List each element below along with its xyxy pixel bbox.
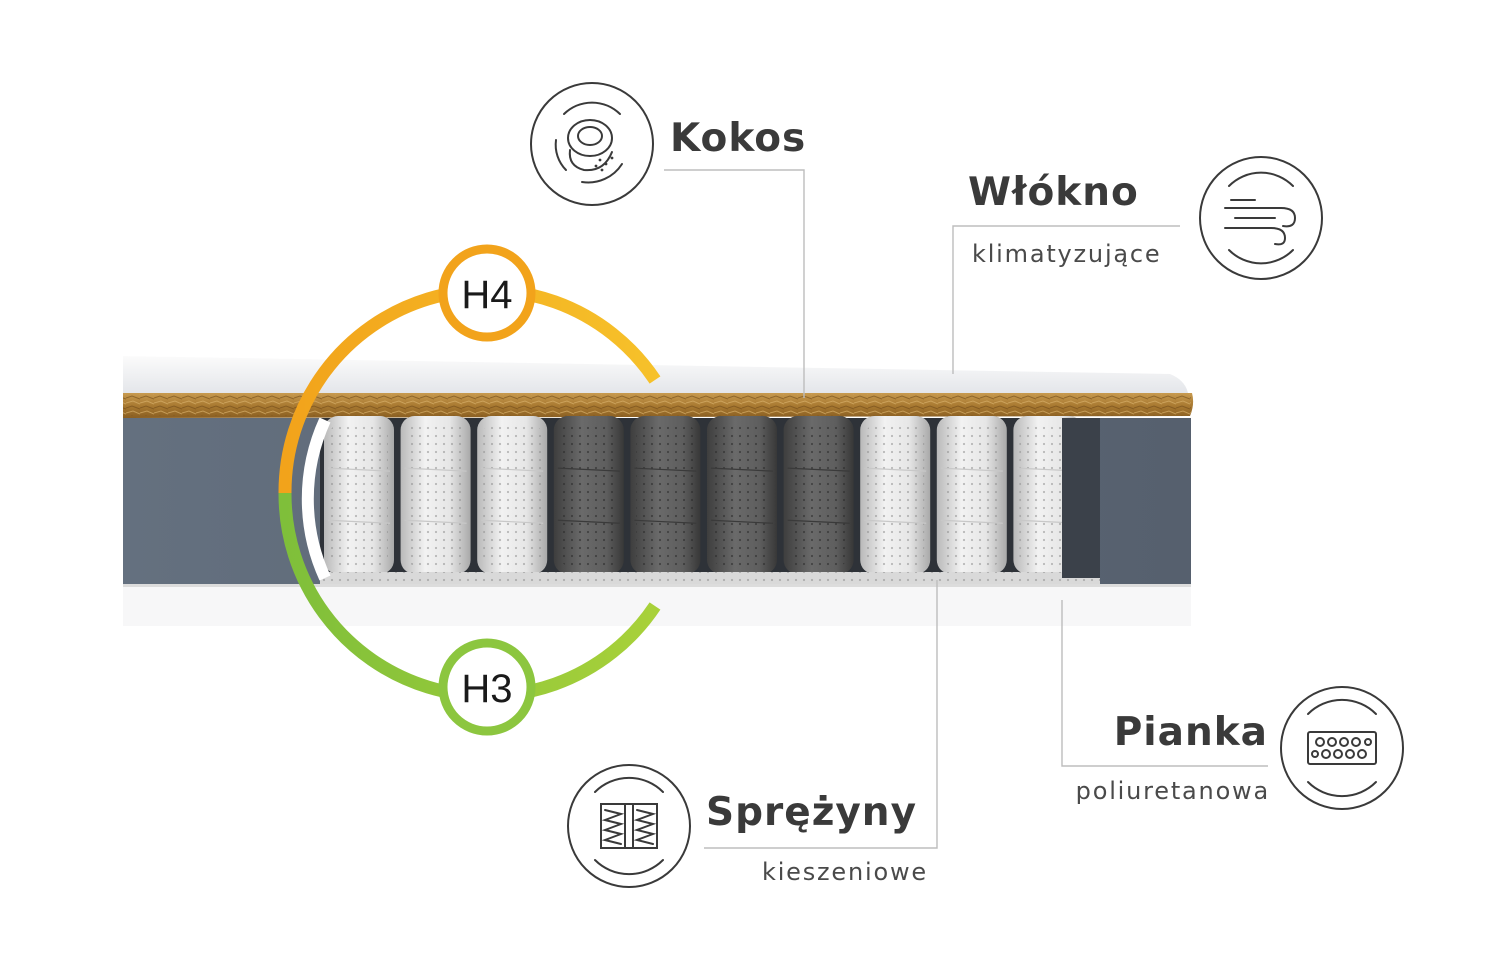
- leader-lines: [664, 169, 1268, 849]
- label-sprezyny-subtitle: kieszeniowe: [762, 858, 928, 886]
- pocket-spring: [553, 416, 624, 574]
- label-wlokno-title: Włókno: [968, 170, 1139, 215]
- leader-wlokno: [952, 225, 1180, 374]
- pocket-spring: [783, 416, 854, 574]
- ring-top-arc: [278, 283, 661, 494]
- base-foam: [123, 584, 1191, 626]
- pocket-spring: [707, 416, 777, 574]
- label-wlokno-subtitle: klimatyzujące: [972, 240, 1162, 268]
- pocket-spring-icon: [567, 764, 691, 888]
- leader-pianka: [1061, 600, 1268, 767]
- pocket-spring: [400, 416, 471, 574]
- pocket-springs: [324, 416, 1084, 574]
- coconut-icon: [530, 82, 654, 206]
- foam-icon: [1280, 686, 1404, 810]
- pocket-spring: [936, 416, 1007, 574]
- label-pianka-title: Pianka: [1113, 710, 1268, 755]
- pocket-spring: [324, 416, 394, 574]
- firmness-label-h3: H3: [461, 667, 512, 711]
- wind-icon: [1199, 156, 1323, 280]
- firmness-badge-h4: H4: [438, 244, 536, 342]
- label-sprezyny-title: Sprężyny: [706, 790, 917, 835]
- label-kokos-title: Kokos: [670, 116, 807, 161]
- pocket-spring: [630, 416, 701, 574]
- label-pianka-subtitle: poliuretanowa: [1075, 777, 1270, 805]
- leader-kokos: [664, 169, 805, 398]
- ring-bottom-arc: [278, 492, 661, 703]
- pocket-spring: [860, 416, 931, 574]
- firmness-ring: H4 H3: [278, 244, 661, 736]
- pocket-spring: [477, 416, 548, 574]
- leader-sprezyny: [704, 580, 938, 849]
- firmness-label-h4: H4: [461, 273, 512, 317]
- firmness-badge-h3: H3: [438, 638, 536, 736]
